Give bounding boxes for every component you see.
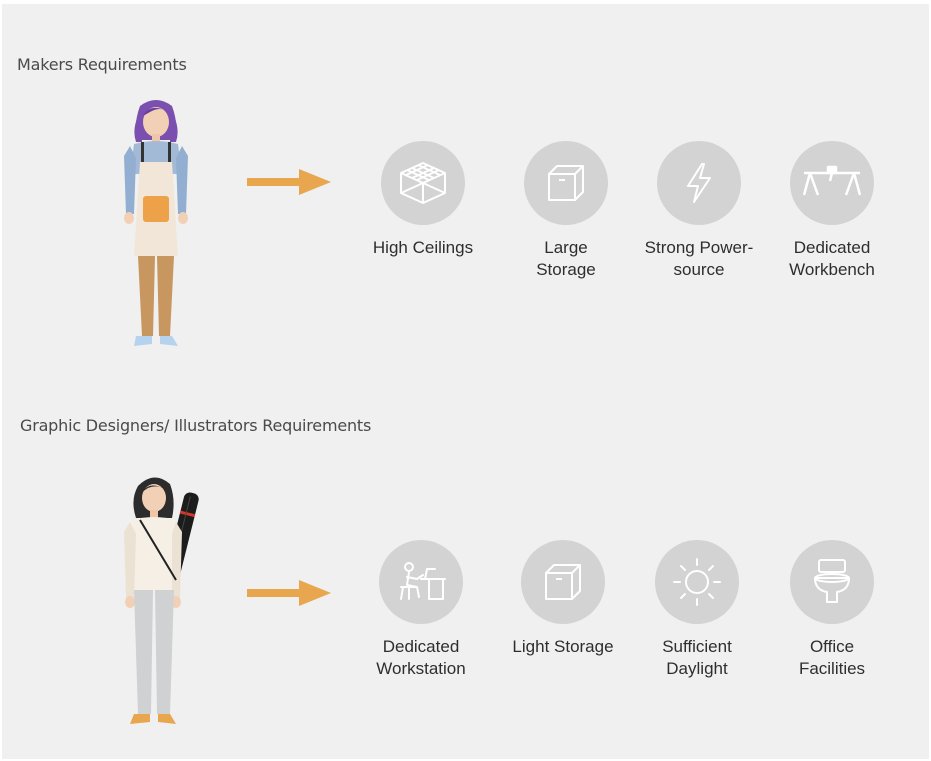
requirement-label: High Ceilings <box>372 238 474 257</box>
requirement-label: Light Storage <box>512 637 614 656</box>
requirement-dedicated-workstation: Dedicated Workstation <box>351 540 491 680</box>
designer-arrow-icon <box>247 580 331 606</box>
icon-circle <box>790 141 874 225</box>
icon-circle <box>655 540 739 624</box>
requirement-label: Strong Power- source <box>644 238 754 279</box>
requirement-high-ceilings: High Ceilings <box>353 141 493 259</box>
requirement-large-storage: Large Storage <box>496 141 636 281</box>
requirement-label: Dedicated Workstation <box>376 637 466 678</box>
lightning-bolt-icon <box>687 163 711 203</box>
maker-person-icon <box>124 100 188 346</box>
workbench-icon <box>802 165 862 196</box>
storage-box-icon <box>545 564 581 600</box>
requirement-label: Office Facilities <box>798 637 866 678</box>
icon-circle <box>521 540 605 624</box>
icon-circle <box>657 141 741 225</box>
icon-circle <box>790 540 874 624</box>
sun-icon <box>673 558 721 606</box>
workstation-icon <box>400 562 446 600</box>
designers-section-title: Graphic Designers/ Illustrators Requirem… <box>20 416 372 435</box>
maker-arrow-icon <box>247 169 331 195</box>
designer-person-icon <box>124 477 199 724</box>
icon-circle <box>379 540 463 624</box>
requirement-sufficient-daylight: Sufficient Daylight <box>627 540 767 680</box>
requirement-dedicated-workbench: Dedicated Workbench <box>762 141 902 281</box>
requirement-office-facilities: Office Facilities <box>762 540 902 680</box>
icon-circle <box>381 141 465 225</box>
requirement-label: Dedicated Workbench <box>789 238 875 279</box>
toilet-icon <box>814 559 850 603</box>
diagram-canvas: Makers Requirements <box>2 4 929 759</box>
requirement-label: Sufficient Daylight <box>662 637 732 678</box>
requirement-light-storage: Light Storage <box>493 540 633 658</box>
grid-cube-icon <box>400 162 446 204</box>
makers-section-title: Makers Requirements <box>17 55 187 74</box>
icon-circle <box>524 141 608 225</box>
requirement-label: Large Storage <box>536 238 596 279</box>
storage-box-icon <box>548 165 584 201</box>
requirement-strong-power-source: Strong Power- source <box>629 141 769 281</box>
